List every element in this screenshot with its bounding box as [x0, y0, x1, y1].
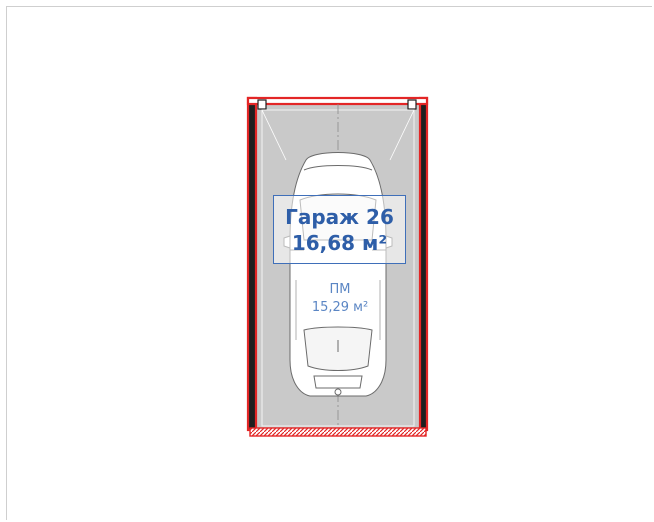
room-label-box: Гараж 26 16,68 м²	[273, 195, 406, 264]
left-wall	[248, 98, 256, 430]
top-wall	[246, 96, 429, 106]
column-left	[257, 99, 267, 110]
parking-guide-right	[389, 109, 415, 161]
room-area: 16,68 м²	[291, 231, 388, 255]
right-wall	[420, 98, 427, 430]
drawing-frame	[6, 6, 652, 520]
gate-threshold	[249, 427, 427, 437]
column-right	[407, 99, 417, 110]
room-title: Гараж 26	[285, 205, 394, 229]
car-top-view-icon	[283, 152, 393, 397]
parking-guide-left	[261, 109, 287, 161]
parking-code: ПМ	[329, 282, 351, 297]
parking-area: 15,29 м²	[311, 300, 369, 315]
